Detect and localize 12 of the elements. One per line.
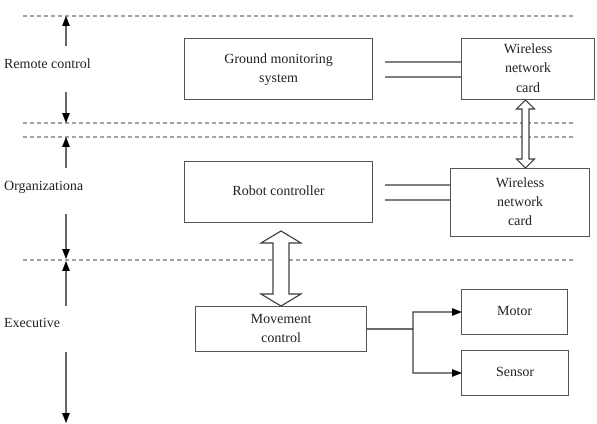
process-box: Wireless network card — [450, 168, 590, 237]
double-arrow — [258, 230, 304, 307]
process-box: Wireless network card — [461, 38, 595, 100]
double-arrow — [515, 99, 536, 169]
process-box: Ground monitoring system — [184, 38, 373, 100]
arrow — [367, 328, 462, 377]
process-box: Motor — [461, 289, 568, 335]
process-box: Robot controller — [184, 161, 373, 223]
connector-line — [384, 184, 451, 201]
process-box: Sensor — [461, 350, 569, 396]
process-box: Movement control — [195, 306, 367, 352]
connector-line — [384, 61, 462, 78]
